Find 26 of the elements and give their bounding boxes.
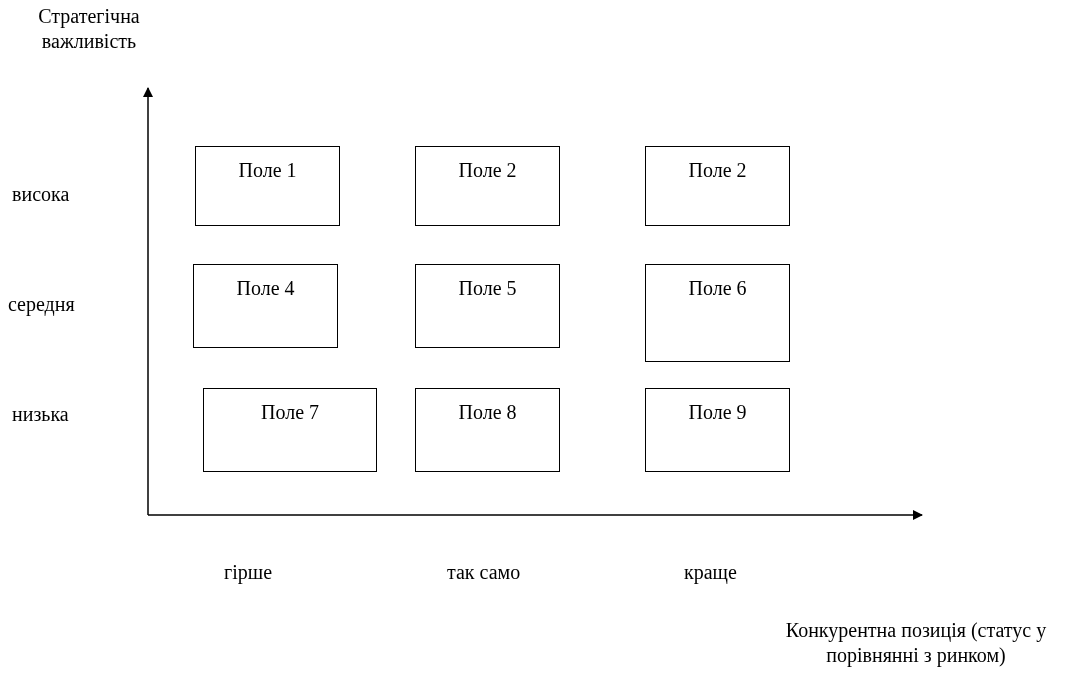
field-label: Поле 8 bbox=[458, 401, 517, 425]
row-label: середня bbox=[8, 292, 75, 317]
field-box bbox=[645, 264, 790, 362]
column-label: так само bbox=[447, 560, 521, 585]
row-label: низька bbox=[12, 402, 69, 427]
field-box bbox=[645, 388, 790, 472]
field-label: Поле 5 bbox=[458, 277, 517, 301]
field-box bbox=[415, 264, 560, 348]
field-label: Поле 2 bbox=[458, 159, 517, 183]
field-box bbox=[645, 146, 790, 226]
column-label: гірше bbox=[224, 560, 273, 585]
field-box bbox=[415, 146, 560, 226]
field-box bbox=[203, 388, 377, 472]
field-box bbox=[193, 264, 338, 348]
field-box bbox=[415, 388, 560, 472]
field-label: Поле 9 bbox=[688, 401, 747, 425]
field-box bbox=[195, 146, 340, 226]
axis-title: Стратегічна важливість bbox=[37, 4, 141, 54]
field-label: Поле 6 bbox=[688, 277, 747, 301]
column-label: краще bbox=[684, 560, 737, 585]
row-label: висока bbox=[12, 182, 70, 207]
field-label: Поле 7 bbox=[260, 401, 319, 425]
field-label: Поле 2 bbox=[688, 159, 747, 183]
field-label: Поле 1 bbox=[238, 159, 297, 183]
axis-title: Конкурентна позиція (статус у порівнянні з ринком) bbox=[784, 618, 1048, 668]
field-label: Поле 4 bbox=[236, 277, 295, 301]
